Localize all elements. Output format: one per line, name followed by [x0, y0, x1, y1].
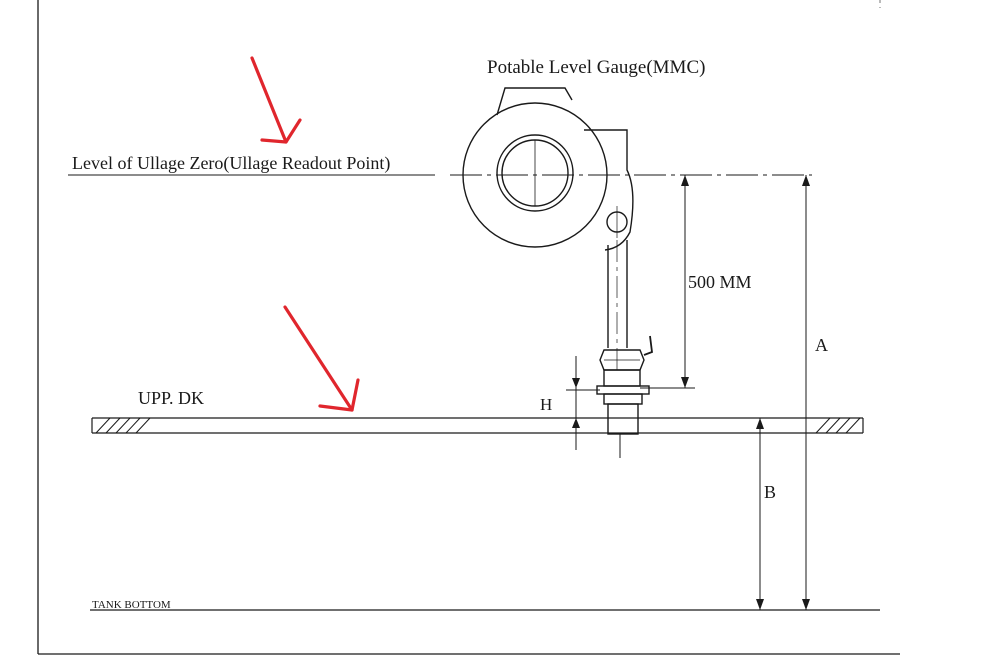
dimension-a-label: A: [815, 335, 828, 355]
deck-label: UPP. DK: [138, 388, 204, 408]
upper-deck: [91, 417, 864, 434]
drawing-frame: [37, 0, 900, 655]
ball-valve: [596, 335, 653, 458]
dimension-h: [566, 356, 600, 450]
gauge-stem: [607, 240, 628, 375]
dimension-b: [756, 418, 764, 610]
ullage-zero-label: Level of Ullage Zero(Ullage Readout Poin…: [72, 153, 390, 174]
red-arrow-deck: [283, 305, 360, 412]
red-arrow-ullage: [250, 56, 302, 144]
dimension-a: [802, 175, 810, 610]
tank-bottom-label: TANK BOTTOM: [92, 599, 171, 611]
dimension-500mm: [640, 175, 695, 389]
gauge-body: [462, 87, 634, 251]
deck-hatching-left: [95, 417, 151, 434]
deck-hatching-right: [815, 417, 861, 434]
gauge-title: Potable Level Gauge(MMC): [487, 57, 705, 78]
dimension-h-label: H: [540, 395, 552, 414]
dimension-b-label: B: [764, 482, 776, 502]
dimension-500-label: 500 MM: [688, 272, 752, 292]
